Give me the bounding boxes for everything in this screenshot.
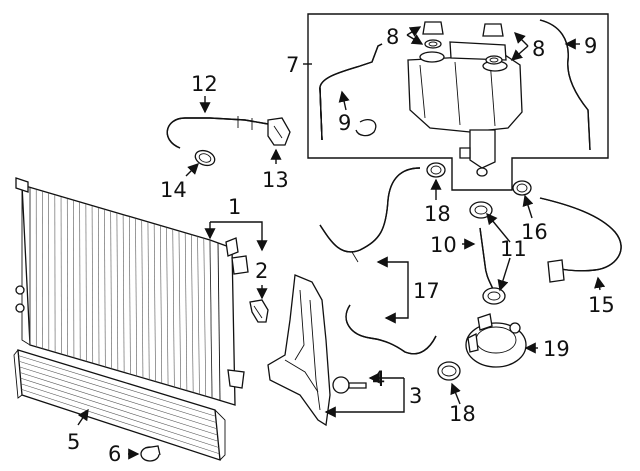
radiator-fin xyxy=(209,239,213,399)
callout-15: 15 xyxy=(588,293,615,317)
radiator-fin xyxy=(184,232,188,391)
callout-13: 13 xyxy=(262,168,289,192)
radiator-fin xyxy=(85,204,87,362)
condenser-panel xyxy=(13,349,226,461)
radiator-fin xyxy=(172,229,175,388)
reservoir-group xyxy=(307,13,609,191)
radiator-fin xyxy=(104,209,106,367)
push-pin-6 xyxy=(140,445,161,462)
callout-14: 14 xyxy=(160,178,187,202)
temp-sensor xyxy=(249,299,269,323)
hose-bracket-13 xyxy=(267,117,291,146)
radiator-fins xyxy=(29,188,213,399)
callout-2: 2 xyxy=(255,259,268,283)
condenser-fin xyxy=(18,360,217,423)
radiator xyxy=(15,177,249,406)
coolant-hose-15 xyxy=(539,197,622,283)
callout-3: 3 xyxy=(409,384,422,408)
condenser-fin xyxy=(21,389,220,455)
callout-12: 12 xyxy=(191,72,218,96)
hose-clamp-14 xyxy=(194,149,216,167)
condenser-fin xyxy=(19,372,218,436)
radiator-fin xyxy=(79,202,81,360)
callout-16: 16 xyxy=(521,220,548,244)
condenser-fin xyxy=(18,355,216,417)
auxiliary-water-pump xyxy=(465,313,527,368)
leader-lines xyxy=(77,26,606,460)
radiator-fin xyxy=(122,214,125,373)
callout-19: 19 xyxy=(543,337,570,361)
air-baffle xyxy=(267,274,331,427)
radiator-fin xyxy=(129,216,131,375)
hose-clamp-18-top xyxy=(426,162,446,178)
callout-8-right: 8 xyxy=(532,37,545,61)
radiator-fin xyxy=(147,222,150,380)
condenser-fin xyxy=(20,383,219,448)
condenser-fin xyxy=(20,377,219,442)
radiator-fin xyxy=(116,213,119,371)
callout-1: 1 xyxy=(228,195,241,219)
radiator-fin xyxy=(110,211,112,369)
callout-11: 11 xyxy=(500,237,527,261)
callout-labels: 1 2 3 4 5 6 7 8 8 9 9 10 11 12 13 14 15 … xyxy=(67,25,615,466)
callout-8-left: 8 xyxy=(386,25,399,49)
callout-9-right: 9 xyxy=(584,34,597,58)
callout-4: 4 xyxy=(372,367,385,391)
radiator-fin xyxy=(135,218,137,377)
callout-18-top: 18 xyxy=(424,202,451,226)
radiator-fin xyxy=(197,236,200,395)
radiator-fin xyxy=(141,220,144,378)
callout-5: 5 xyxy=(67,430,80,454)
radiator-fin xyxy=(153,223,156,382)
radiator-fin xyxy=(97,207,100,366)
coolant-hose-17 xyxy=(319,167,437,355)
condenser-fins xyxy=(18,355,220,455)
upper-hose xyxy=(166,116,269,149)
radiator-fin xyxy=(191,234,194,393)
coolant-hose-10 xyxy=(479,227,495,293)
radiator-fin xyxy=(178,231,181,389)
hose-clamp-16 xyxy=(512,180,532,196)
callout-7: 7 xyxy=(286,53,299,77)
push-pin-4 xyxy=(332,376,367,394)
callout-9-left: 9 xyxy=(338,111,351,135)
callout-6: 6 xyxy=(108,442,121,466)
callout-17: 17 xyxy=(413,279,440,303)
radiator-fin xyxy=(91,205,94,364)
callout-10: 10 xyxy=(430,233,457,257)
condenser-fin xyxy=(19,366,217,430)
hose-clamp-18-bottom xyxy=(437,361,461,381)
callout-18-bottom: 18 xyxy=(449,402,476,426)
radiator-fin xyxy=(160,225,163,384)
radiator-fin xyxy=(203,238,207,397)
radiator-fin xyxy=(166,227,169,386)
